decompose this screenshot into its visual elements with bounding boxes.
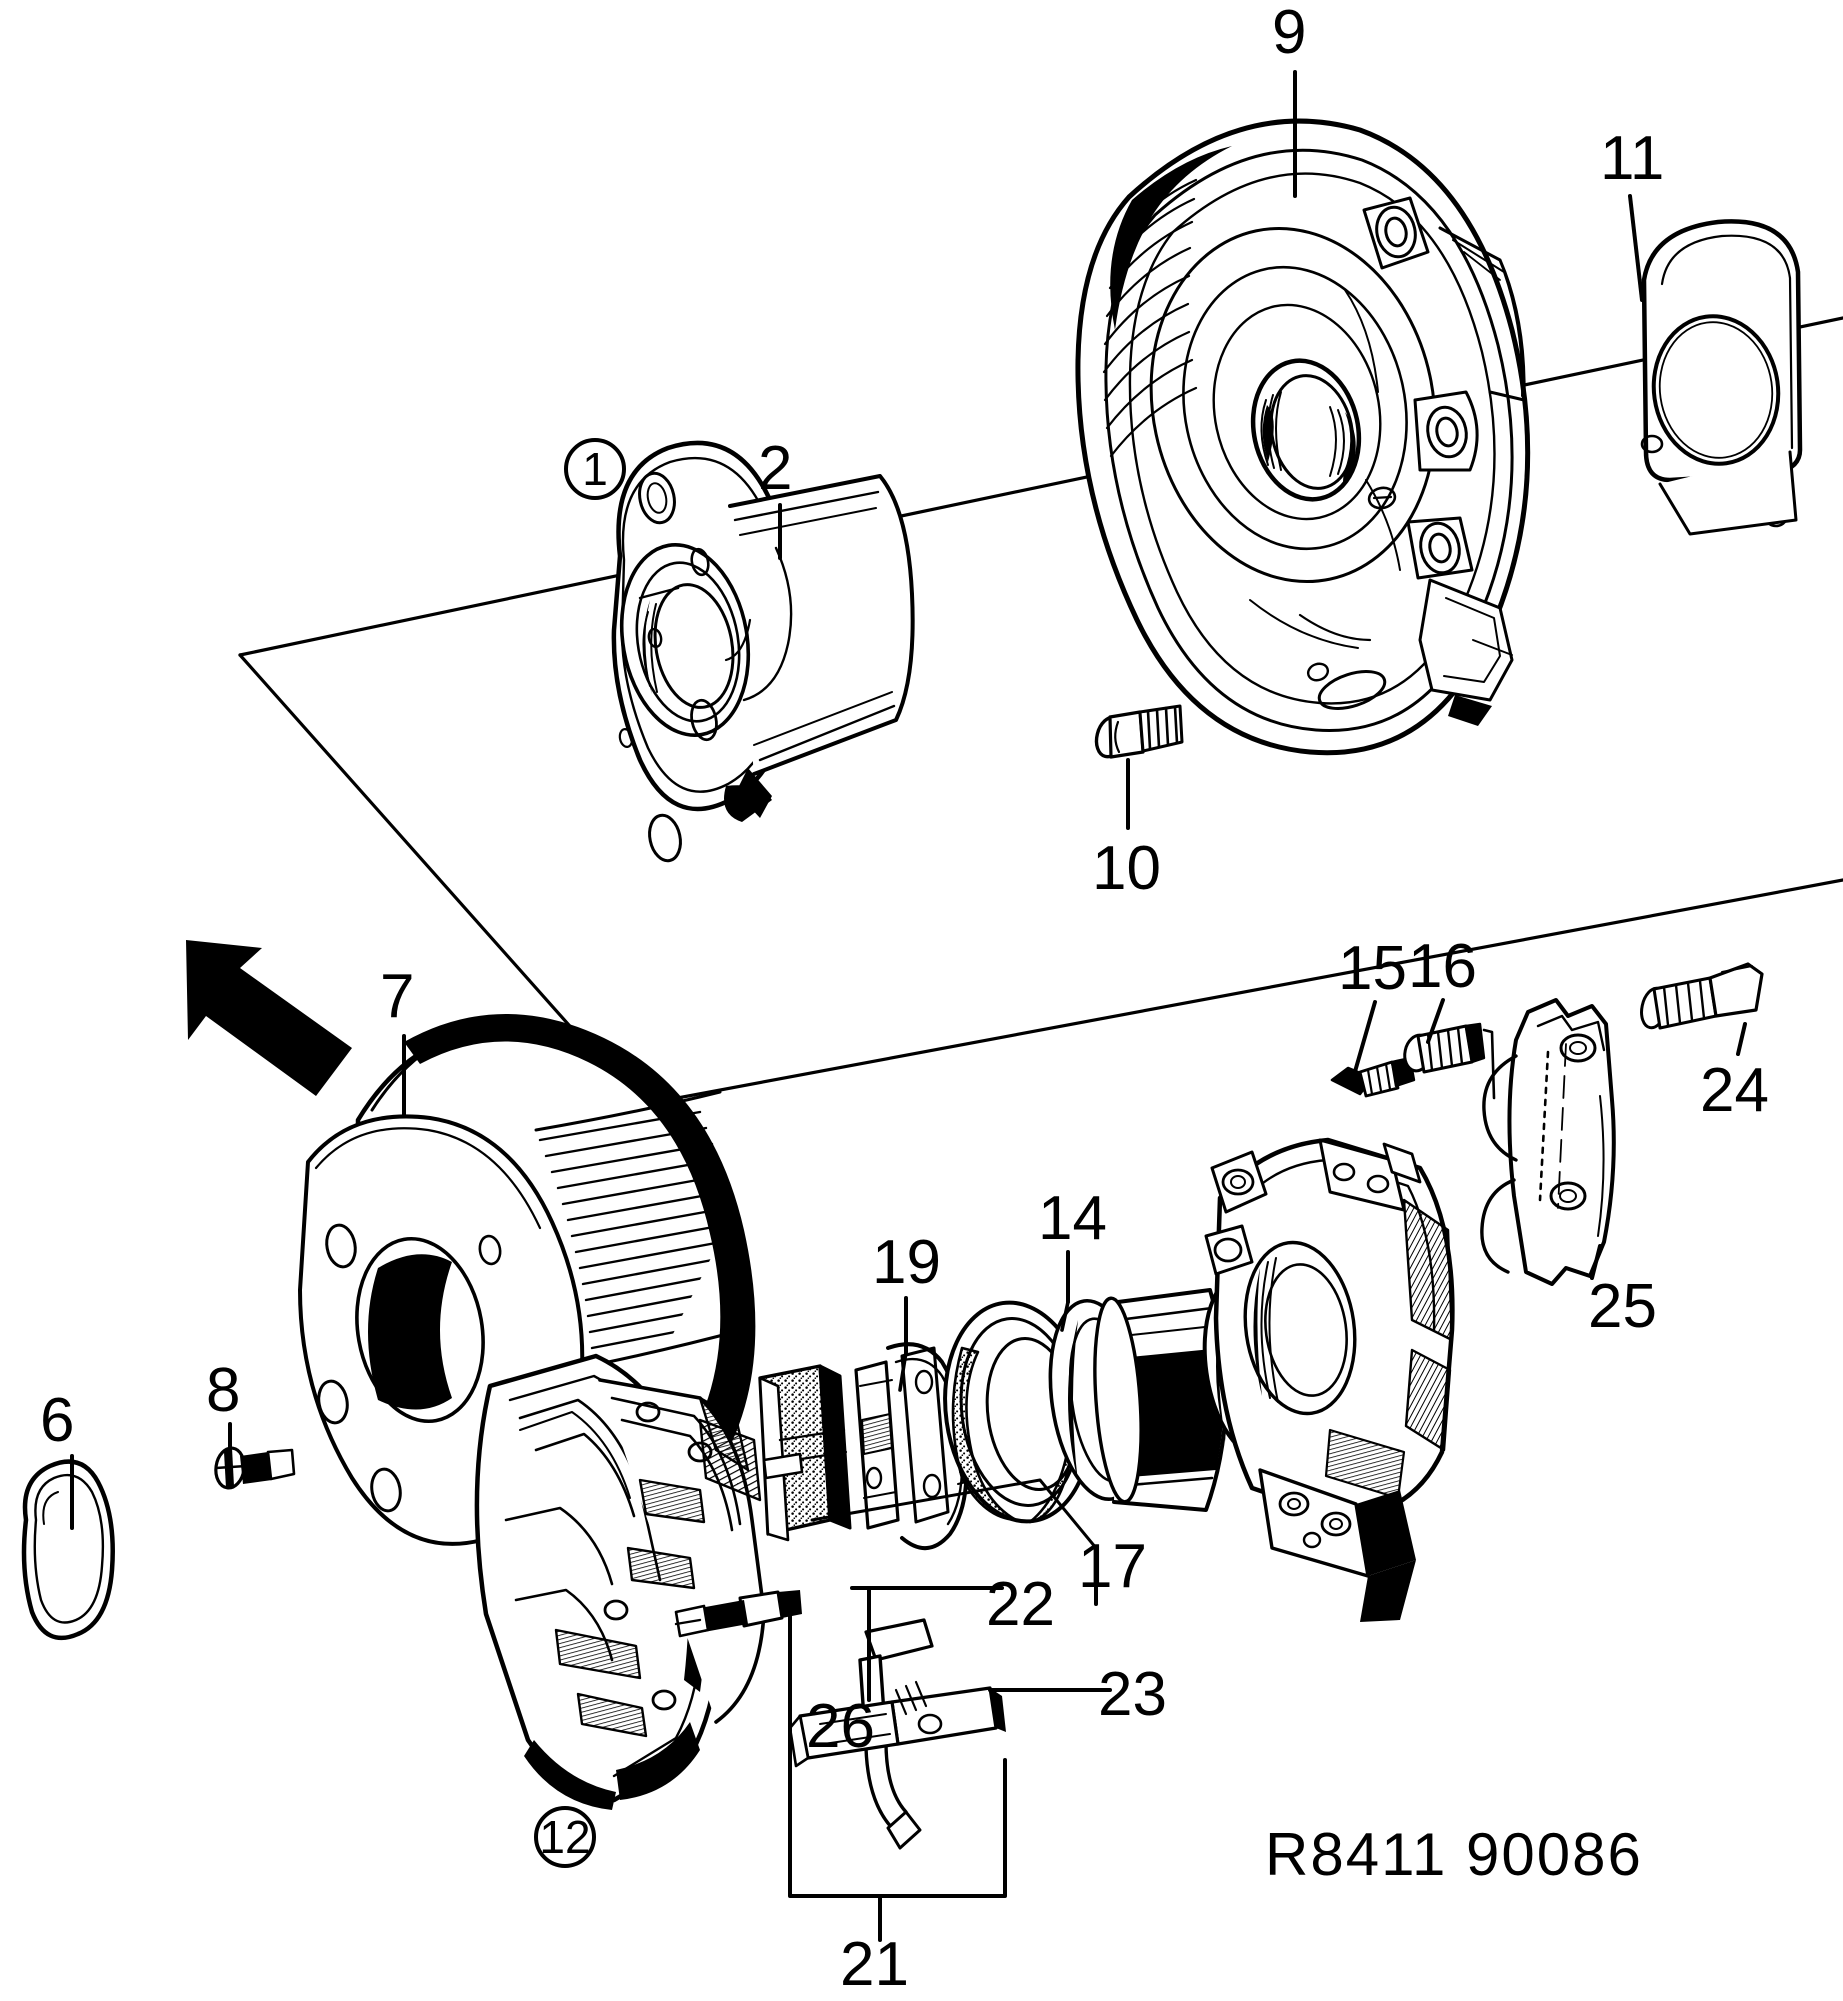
leader-ticks	[898, 1300, 1070, 1392]
callout-25: 25	[1588, 1272, 1657, 1341]
callout-19: 19	[872, 1228, 941, 1297]
callout-14: 14	[1038, 1184, 1107, 1253]
callout-11: 11	[1600, 124, 1665, 193]
callout-15: 15	[1338, 934, 1407, 1003]
callout-1-circled: 1	[564, 438, 626, 500]
carrier-bracket-part-25	[1480, 998, 1616, 1286]
spring-clip-part-23	[788, 1618, 1006, 1850]
callout-21: 21	[840, 1930, 909, 1999]
callout-17: 17	[1078, 1532, 1147, 1601]
retaining-pin-part-22	[674, 1590, 802, 1638]
callout-10: 10	[1092, 834, 1161, 903]
direction-arrow	[186, 940, 352, 1096]
callout-26: 26	[806, 1692, 875, 1761]
shield-mount-boss-top	[1362, 196, 1430, 270]
shield-mount-boss-mid	[1413, 390, 1479, 472]
cover-plate-part-11	[1640, 219, 1803, 536]
shield-mount-boss-low	[1406, 516, 1474, 580]
bleed-screw-part-15	[1330, 1056, 1416, 1098]
mounting-bolt-part-24	[1640, 962, 1764, 1030]
brake-pads-part-26	[758, 1346, 950, 1542]
caliper-piston-part-14	[1093, 1288, 1229, 1512]
grease-cap-part-6	[21, 1459, 115, 1641]
assembly-axis-lines	[238, 316, 1843, 1107]
dust-shield-part-9	[1075, 118, 1531, 756]
callout-9: 9	[1272, 0, 1307, 67]
drawing-reference-caption: R8411 90086	[1265, 1821, 1643, 1888]
callout-7: 7	[380, 962, 415, 1031]
wheel-hub-part-1	[611, 440, 915, 863]
callout-16: 16	[1408, 932, 1477, 1001]
leader-lines	[70, 70, 1747, 1942]
callout-2: 2	[758, 434, 793, 503]
callout-8: 8	[206, 1356, 241, 1425]
callout-12-circled: 12	[534, 1806, 596, 1868]
locating-screw-part-8	[214, 1446, 296, 1490]
shield-fixing-bolt-part-10	[1094, 704, 1184, 759]
caliper-body-part-12	[474, 1353, 766, 1810]
callout-24: 24	[1700, 1056, 1769, 1125]
callout-6: 6	[40, 1386, 75, 1455]
callout-23: 23	[1098, 1660, 1167, 1729]
union-bolt-part-16	[1403, 1022, 1496, 1100]
callout-22: 22	[986, 1570, 1055, 1639]
caliper-outer-housing	[1204, 1137, 1455, 1622]
